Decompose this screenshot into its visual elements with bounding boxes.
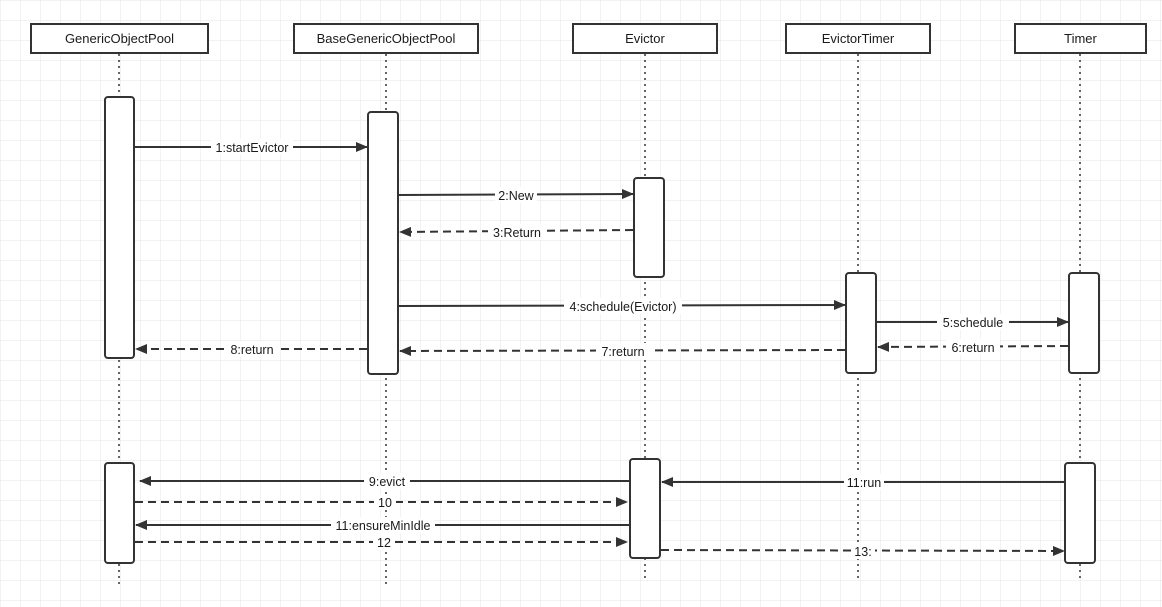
message-labels: 1:startEvictor 2:New 3:Return 4:schedule…	[211, 139, 1009, 559]
message-label-4: 4:schedule(Evictor)	[570, 300, 677, 314]
message-label-7: 7:return	[601, 345, 644, 359]
message-label-10: 10	[378, 496, 392, 510]
participant-basegenericobjectpool: BaseGenericObjectPool	[293, 23, 479, 54]
activation-genericobjectpool-1	[104, 96, 135, 359]
activation-evictor-2	[629, 458, 661, 559]
message-label-13: 13:	[854, 545, 871, 559]
activation-timer-2	[1064, 462, 1096, 564]
message-label-5: 5:schedule	[943, 316, 1004, 330]
participant-evictortimer: EvictorTimer	[785, 23, 931, 54]
message-label-3: 3:Return	[493, 226, 541, 240]
participant-evictor: Evictor	[572, 23, 718, 54]
participant-label: GenericObjectPool	[65, 31, 174, 46]
activation-evictor-1	[633, 177, 665, 278]
message-label-2: 2:New	[498, 189, 534, 203]
participant-genericobjectpool: GenericObjectPool	[30, 23, 209, 54]
message-label-9: 9:evict	[369, 475, 406, 489]
message-label-11-run: 11:run	[847, 476, 882, 490]
activation-timer-1	[1068, 272, 1100, 374]
participant-label: Timer	[1064, 31, 1097, 46]
message-label-6: 6:return	[951, 341, 994, 355]
activation-basegenericobjectpool-1	[367, 111, 399, 375]
activation-evictortimer-1	[845, 272, 877, 374]
participant-label: Evictor	[625, 31, 665, 46]
participant-label: BaseGenericObjectPool	[317, 31, 456, 46]
message-label-11-ensureminidle: 11:ensureMinIdle	[336, 519, 431, 533]
message-label-8: 8:return	[230, 343, 273, 357]
participant-label: EvictorTimer	[822, 31, 895, 46]
message-label-12: 12	[377, 536, 391, 550]
activations	[104, 96, 1100, 564]
message-label-1: 1:startEvictor	[216, 141, 289, 155]
activation-genericobjectpool-2	[104, 462, 135, 564]
participant-timer: Timer	[1014, 23, 1147, 54]
